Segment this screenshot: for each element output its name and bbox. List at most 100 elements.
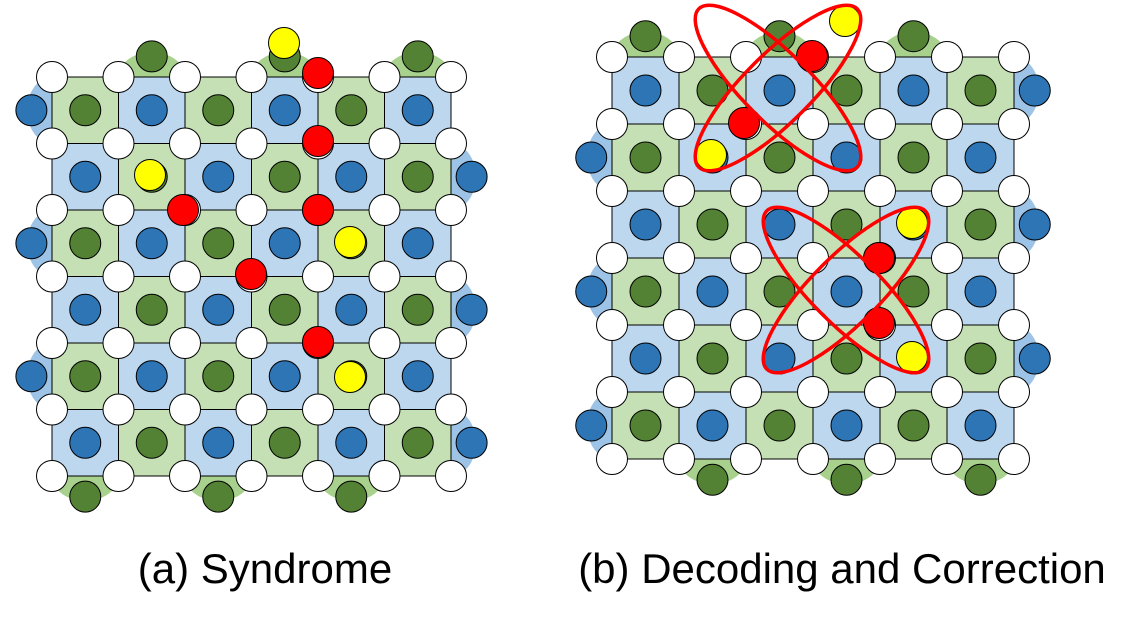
data-qubit <box>596 41 628 73</box>
data-qubit <box>998 309 1030 341</box>
z-ancilla-boundary <box>15 94 48 127</box>
data-qubit <box>368 393 401 426</box>
x-ancilla <box>202 94 235 127</box>
data-qubit <box>931 175 963 207</box>
data-qubit <box>864 376 896 408</box>
z-ancilla-boundary <box>15 360 48 393</box>
data-qubit <box>730 242 762 274</box>
x-ancilla <box>830 342 863 375</box>
z-ancilla <box>763 208 796 241</box>
z-ancilla <box>629 208 662 241</box>
matching-ellipse <box>693 3 863 173</box>
data-qubit <box>169 393 201 426</box>
error-qubit <box>728 107 760 139</box>
data-qubit <box>435 260 467 293</box>
x-ancilla <box>401 160 434 193</box>
z-ancilla <box>897 74 930 107</box>
z-ancilla <box>629 74 662 107</box>
data-qubit <box>169 61 201 93</box>
z-ancilla <box>335 160 368 193</box>
x-ancilla-boundary <box>69 480 102 513</box>
data-qubit <box>663 443 695 475</box>
x-ancilla <box>696 208 729 241</box>
data-qubit <box>596 242 628 274</box>
z-ancilla <box>69 293 102 326</box>
z-ancilla <box>830 275 863 308</box>
x-ancilla <box>964 74 997 107</box>
data-qubit <box>302 393 334 426</box>
syndrome-ancillas <box>695 5 928 373</box>
data-qubit <box>368 327 401 359</box>
z-ancilla <box>202 293 235 326</box>
syndrome-ancillas <box>134 27 366 393</box>
data-qubit <box>302 460 334 492</box>
matching-ellipse <box>761 205 931 375</box>
z-ancilla-boundary <box>1018 74 1051 107</box>
x-ancilla <box>202 360 235 393</box>
data-qubit <box>36 460 68 492</box>
matching-ellipse <box>761 205 931 375</box>
z-ancilla <box>69 426 102 459</box>
data-qubit <box>663 376 695 408</box>
data-qubit <box>663 41 695 73</box>
data-qubit <box>435 327 467 359</box>
x-ancilla <box>830 74 863 107</box>
data-qubit <box>864 443 896 475</box>
z-ancilla <box>964 409 997 442</box>
data-qubit <box>596 376 628 408</box>
data-qubit <box>102 194 135 226</box>
x-ancilla <box>897 141 930 174</box>
data-qubit <box>998 443 1030 475</box>
z-ancilla-boundary <box>575 141 608 174</box>
data-qubit <box>663 108 695 140</box>
error-qubit <box>302 57 334 89</box>
ancilla-qubits <box>575 20 1051 496</box>
z-ancilla <box>202 426 235 459</box>
z-ancilla <box>202 160 235 193</box>
z-ancilla <box>135 227 168 260</box>
data-qubit <box>797 309 829 341</box>
x-ancilla <box>268 293 301 326</box>
z-ancilla <box>335 426 368 459</box>
x-ancilla <box>135 293 168 326</box>
z-ancilla <box>69 160 102 193</box>
data-qubit <box>864 175 896 207</box>
data-qubit <box>235 393 268 426</box>
data-qubit <box>797 443 829 475</box>
x-ancilla <box>763 275 796 308</box>
data-qubit <box>235 460 268 492</box>
z-ancilla <box>268 94 301 127</box>
z-ancilla <box>268 360 301 393</box>
syndrome-ancilla <box>268 27 300 59</box>
data-qubit <box>368 61 401 93</box>
z-ancilla <box>268 227 301 260</box>
data-qubit <box>169 260 201 293</box>
caption-b: (b) Decoding and Correction <box>578 545 1106 592</box>
error-qubit <box>167 194 199 226</box>
data-qubit <box>797 108 829 140</box>
x-ancilla-boundary <box>763 20 796 53</box>
x-ancilla-boundary <box>897 20 930 53</box>
syndrome-ancilla <box>896 207 928 239</box>
data-qubit <box>998 108 1030 140</box>
data-qubit <box>596 309 628 341</box>
data-qubit <box>36 61 68 93</box>
x-ancilla-boundary <box>830 463 863 496</box>
data-qubit <box>368 460 401 492</box>
syndrome-ancilla <box>334 226 366 258</box>
data-qubit <box>102 327 135 359</box>
x-ancilla <box>964 342 997 375</box>
z-ancilla <box>401 94 434 127</box>
z-ancilla-boundary <box>575 409 608 442</box>
data-qubit <box>169 327 201 359</box>
x-ancilla-boundary <box>135 40 168 73</box>
x-ancilla-boundary <box>202 480 235 513</box>
data-qubit <box>931 376 963 408</box>
data-qubits <box>596 41 1030 475</box>
data-qubit <box>302 260 334 293</box>
data-qubit <box>368 127 401 160</box>
data-qubit <box>596 175 628 207</box>
data-qubit <box>998 376 1030 408</box>
error-qubit <box>302 326 334 358</box>
